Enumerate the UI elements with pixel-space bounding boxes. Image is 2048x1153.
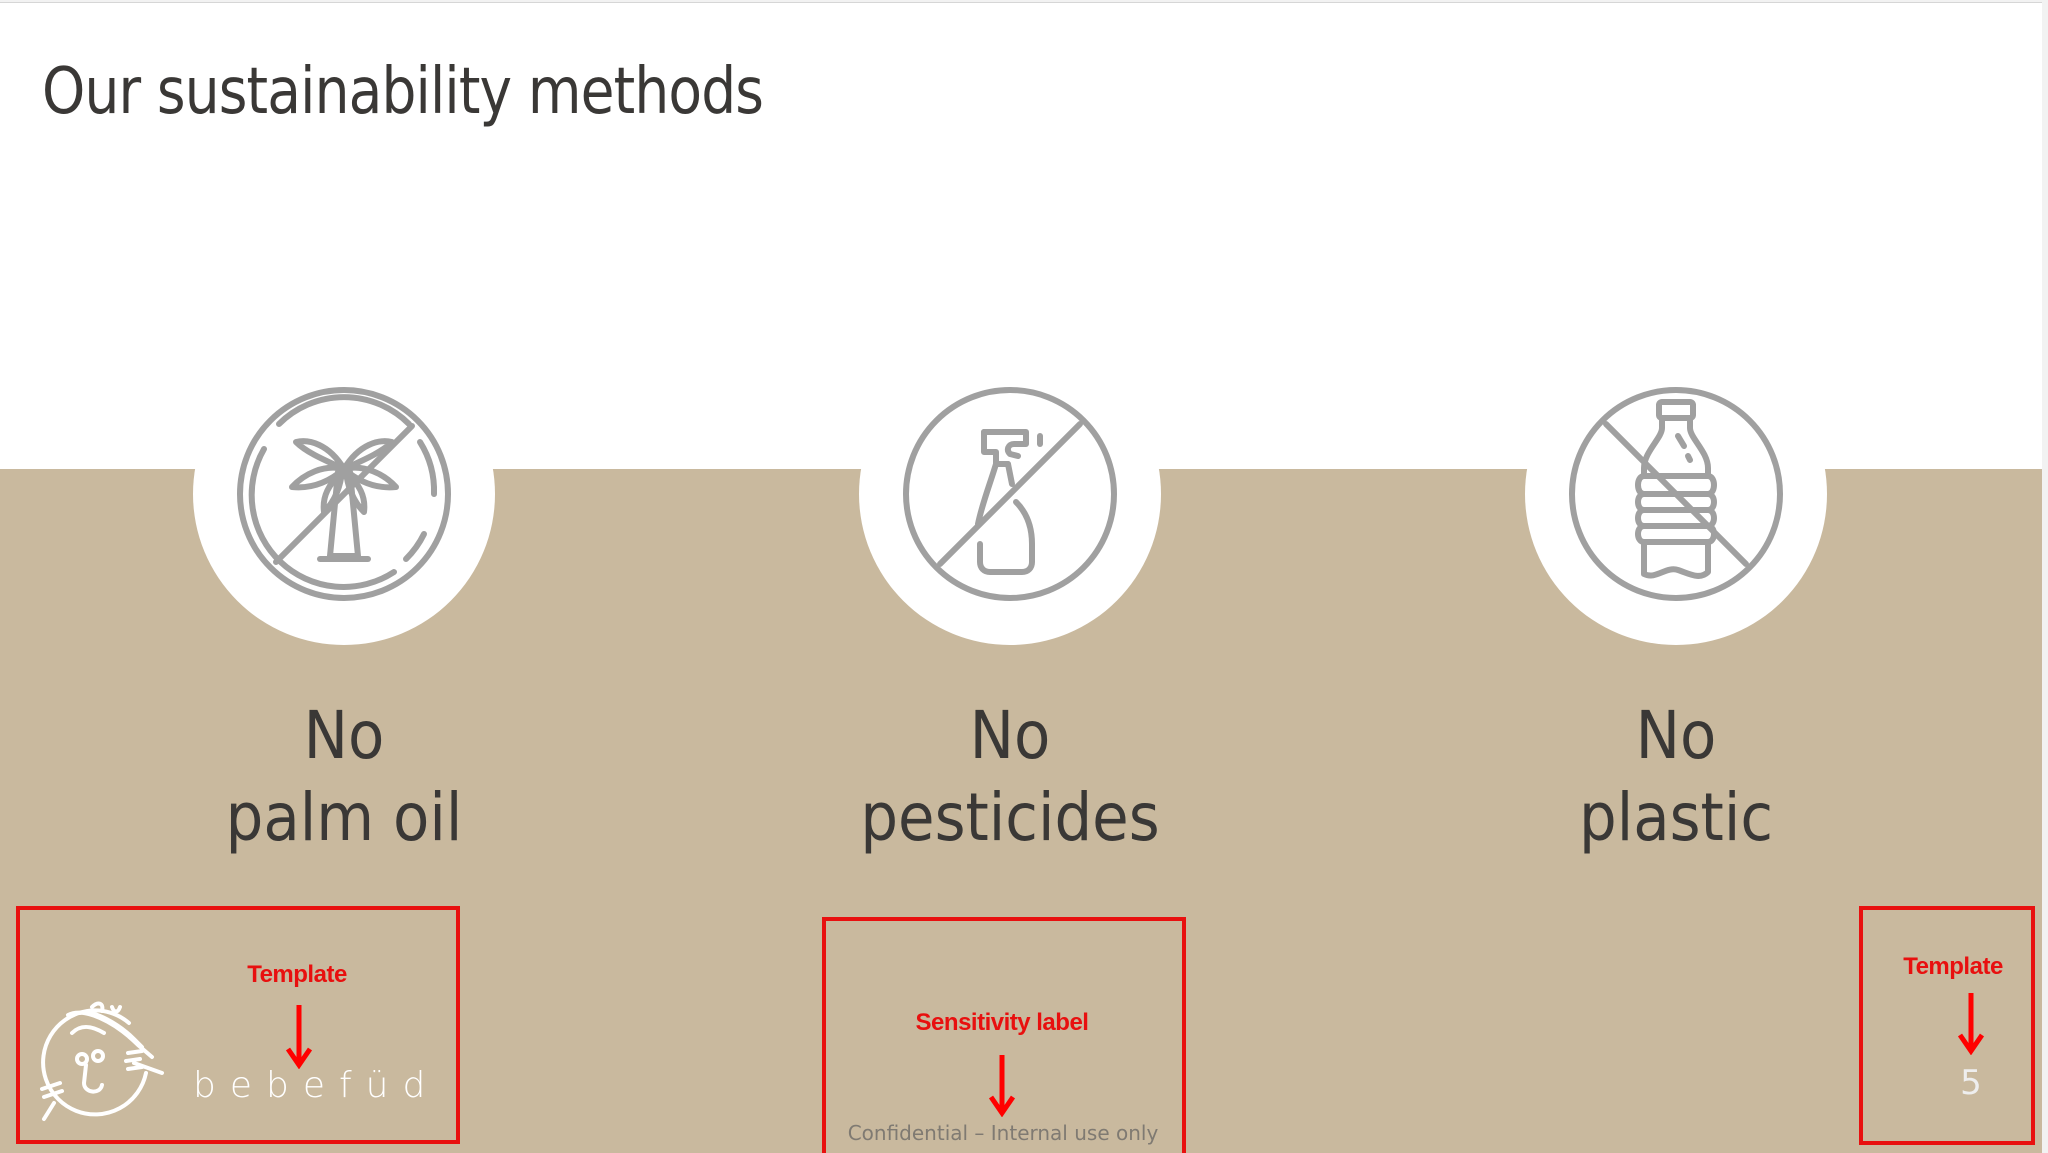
no-spray-bottle-icon <box>903 387 1117 601</box>
annotation-box-sensitivity-label <box>822 917 1186 1153</box>
pillar-label-line1: No <box>1635 697 1717 774</box>
annotation-label-sensitivity: Sensitivity label <box>915 1009 1089 1036</box>
brand-name: bebefüd <box>193 1065 440 1106</box>
annotation-box-template-logo <box>16 906 460 1144</box>
no-plastic-bottle-icon <box>1569 387 1783 601</box>
pillar-label-line2: pesticides <box>860 779 1160 856</box>
no-palm-tree-icon <box>237 387 451 601</box>
annotation-arrow-down-icon <box>285 1005 313 1069</box>
page-number: 5 <box>1960 1063 1982 1103</box>
annotation-box-template-page-number <box>1859 906 2035 1145</box>
pillar-label-line1: No <box>969 697 1051 774</box>
annotation-arrow-down-icon <box>988 1055 1016 1117</box>
sensitivity-label: Confidential – Internal use only <box>847 1121 1159 1145</box>
pillar-label-line2: plastic <box>1578 779 1774 856</box>
bebefud-face-logo-icon <box>40 1001 164 1121</box>
pillar-label-line2: palm oil <box>225 779 463 856</box>
pillar-label-line1: No <box>303 697 385 774</box>
pillar-label: No palm oil <box>155 695 533 859</box>
annotation-label-template-page-number: Template <box>1903 953 2003 980</box>
slide-title: Our sustainability methods <box>42 55 764 129</box>
pillar-label: No plastic <box>1487 695 1865 859</box>
pillar-label: No pesticides <box>821 695 1199 859</box>
annotation-arrow-down-icon <box>1957 993 1985 1055</box>
annotation-label-template-logo: Template <box>247 961 347 988</box>
